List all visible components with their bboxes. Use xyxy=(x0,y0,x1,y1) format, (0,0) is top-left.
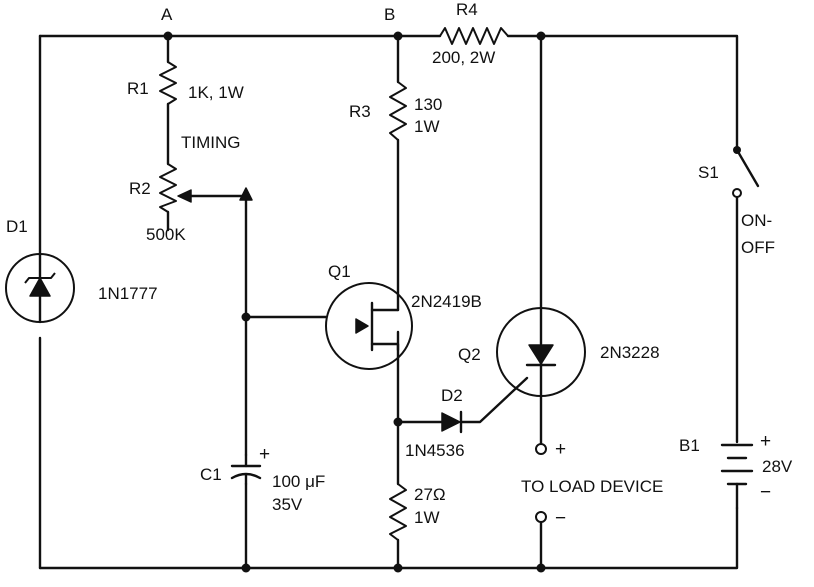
load-plus-terminal xyxy=(535,443,547,455)
s1-label-line1: ON- xyxy=(741,211,772,230)
diode-d2 xyxy=(441,410,463,434)
d1-part-label: 1N1777 xyxy=(98,284,158,303)
resistor-r2-symbol xyxy=(159,163,177,213)
s1-contact xyxy=(732,188,742,198)
timing-label: TIMING xyxy=(181,133,241,152)
q1-part-label: 2N2419B xyxy=(411,292,482,311)
b1-plus-sign: + xyxy=(760,431,771,452)
q2-triangle xyxy=(528,344,554,365)
junction-bottom-load xyxy=(536,563,546,573)
d2-part-label: 1N4536 xyxy=(405,441,465,460)
node-b-label: B xyxy=(384,5,395,24)
c1-plus-sign: + xyxy=(259,444,270,465)
load-plus-sign: + xyxy=(555,439,566,460)
load-minus-sign: − xyxy=(555,508,566,529)
q2-ref-label: Q2 xyxy=(458,345,481,364)
r2-feedback-arrow-icon xyxy=(239,187,253,201)
r2-value-label: 500K xyxy=(146,225,186,244)
node-a-label: A xyxy=(161,5,173,24)
q2-part-label: 2N3228 xyxy=(600,343,660,362)
wires xyxy=(38,34,739,570)
d2-lead-right xyxy=(460,376,529,424)
c1-value-line2: 35V xyxy=(272,495,303,514)
b1-value-label: 28V xyxy=(762,457,793,476)
junction-q2-anode xyxy=(536,31,546,41)
q1-envelope xyxy=(325,282,413,370)
c1-ref-label: C1 xyxy=(200,465,222,484)
b1-ref-label: B1 xyxy=(679,436,700,455)
junction-a xyxy=(163,31,173,41)
s1-label-line2: OFF xyxy=(741,238,775,257)
r4-value-label: 200, 2W xyxy=(432,48,495,67)
d2-triangle xyxy=(441,412,461,432)
resistor-r4-symbol xyxy=(439,27,509,45)
capacitor-c1 xyxy=(230,453,262,486)
top-rail-right xyxy=(506,34,739,152)
b1-minus-sign: − xyxy=(760,482,771,503)
bottom-rail xyxy=(38,506,739,570)
d2-ref-label: D2 xyxy=(441,386,463,405)
r4-ref-label: R4 xyxy=(456,0,478,19)
r2-wiper-lead xyxy=(184,194,248,457)
junction-bottom-c1 xyxy=(241,563,251,573)
q1-emitter-arrow-icon xyxy=(355,318,369,334)
c1-value-line1: 100 μF xyxy=(272,472,325,491)
r3-ref-label: R3 xyxy=(349,102,371,121)
r3-value-line1: 130 xyxy=(414,95,442,114)
junction-bottom-r5 xyxy=(393,563,403,573)
ujt-q1 xyxy=(325,282,413,370)
load-device-label: TO LOAD DEVICE xyxy=(521,477,663,496)
battery-b1 xyxy=(720,443,754,510)
junction-b xyxy=(393,31,403,41)
load-minus-terminal xyxy=(535,511,547,523)
r5-value-line1: 27Ω xyxy=(414,485,446,504)
d1-triangle xyxy=(29,277,51,297)
q2-envelope xyxy=(496,307,586,397)
d1-zener-bar xyxy=(24,272,56,284)
resistor-r5-symbol xyxy=(389,483,407,541)
junctions xyxy=(163,31,546,573)
r2-ref-label: R2 xyxy=(129,179,151,198)
scr-q2 xyxy=(496,307,586,397)
s1-blade xyxy=(735,148,760,188)
q1-ref-label: Q1 xyxy=(328,262,351,281)
resistor-r3-symbol xyxy=(389,81,407,141)
junction-d2 xyxy=(393,417,403,427)
r3-value-line2: 1W xyxy=(414,117,440,136)
q1-base2 xyxy=(370,342,400,352)
r2-wiper-arrow-icon xyxy=(177,189,192,203)
zener-diode-d1 xyxy=(5,252,75,324)
switch-s1 xyxy=(732,146,760,198)
d1-ref-label: D1 xyxy=(6,217,28,236)
r1-ref-label: R1 xyxy=(127,79,149,98)
junction-c1 xyxy=(241,312,251,322)
r5-value-line2: 1W xyxy=(414,508,440,527)
resistor-r1-symbol xyxy=(159,61,177,105)
r1-value-label: 1K, 1W xyxy=(188,83,244,102)
s1-ref-label: S1 xyxy=(698,163,719,182)
